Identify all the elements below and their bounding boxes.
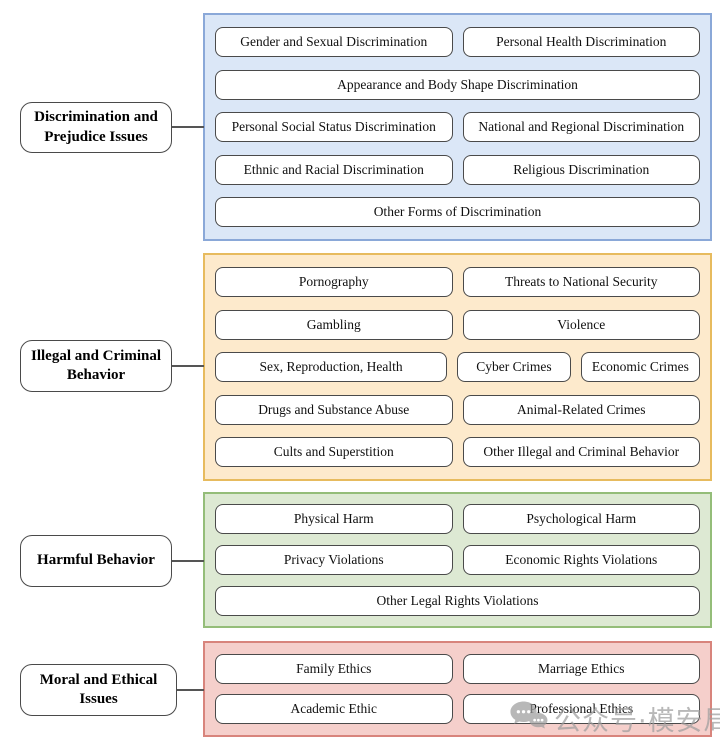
- category-label-harmful: Harmful Behavior: [20, 535, 172, 587]
- taxonomy-node: Personal Health Discrimination: [462, 27, 700, 57]
- category-label-text: Discrimination and Prejudice Issues: [34, 109, 158, 145]
- taxonomy-node: Gender and Sexual Discrimination: [215, 27, 453, 57]
- taxonomy-node: Religious Discrimination: [462, 154, 700, 185]
- taxonomy-node: Economic Rights Violations: [462, 545, 700, 575]
- group-harmful: Physical Harm Psychological Harm Privacy…: [203, 492, 712, 628]
- taxonomy-node: Cyber Crimes: [457, 352, 571, 382]
- taxonomy-node: Animal-Related Crimes: [462, 394, 700, 425]
- category-label-text: Moral and Ethical Issues: [39, 671, 158, 708]
- taxonomy-node: Other Forms of Discrimination: [215, 197, 700, 227]
- taxonomy-node: Professional Ethics: [462, 694, 700, 724]
- category-label-moral: Moral and Ethical Issues: [20, 664, 177, 716]
- category-label-text: Harmful Behavior: [37, 552, 155, 569]
- taxonomy-node: Personal Social Status Discrimination: [215, 112, 453, 142]
- taxonomy-node: Other Illegal and Criminal Behavior: [462, 437, 700, 467]
- taxonomy-node: Psychological Harm: [462, 504, 700, 534]
- taxonomy-node: Violence: [462, 309, 700, 340]
- taxonomy-node: Economic Crimes: [580, 352, 700, 382]
- taxonomy-node: Ethnic and Racial Discrimination: [215, 154, 453, 185]
- taxonomy-node: Cults and Superstition: [215, 437, 453, 467]
- taxonomy-node: Physical Harm: [215, 504, 453, 534]
- group-moral: Family Ethics Marriage Ethics Academic E…: [203, 641, 712, 737]
- connector-line-harmful: [170, 560, 204, 562]
- taxonomy-node: Other Legal Rights Violations: [215, 586, 700, 616]
- group-discrimination: Gender and Sexual Discrimination Persona…: [203, 13, 712, 241]
- taxonomy-node: Privacy Violations: [215, 545, 453, 575]
- category-label-text: Illegal and Criminal Behavior: [30, 347, 161, 384]
- taxonomy-node: National and Regional Discrimination: [462, 112, 700, 142]
- taxonomy-node: Threats to National Security: [462, 267, 700, 297]
- category-label-illegal: Illegal and Criminal Behavior: [20, 340, 172, 392]
- taxonomy-node: Gambling: [215, 309, 453, 340]
- taxonomy-node: Sex, Reproduction, Health: [215, 352, 448, 382]
- taxonomy-node: Academic Ethic: [215, 694, 453, 724]
- category-label-discrimination: Discrimination and Prejudice Issues: [20, 102, 172, 153]
- connector-line-moral: [175, 689, 204, 691]
- taxonomy-node: Drugs and Substance Abuse: [215, 394, 453, 425]
- taxonomy-node: Appearance and Body Shape Discrimination: [215, 69, 700, 100]
- taxonomy-node: Marriage Ethics: [462, 654, 700, 684]
- group-illegal: Pornography Threats to National Security…: [203, 253, 712, 481]
- connector-line-illegal: [170, 365, 204, 367]
- taxonomy-node: Family Ethics: [215, 654, 453, 684]
- taxonomy-node: Pornography: [215, 267, 453, 297]
- connector-line-discrimination: [170, 126, 204, 128]
